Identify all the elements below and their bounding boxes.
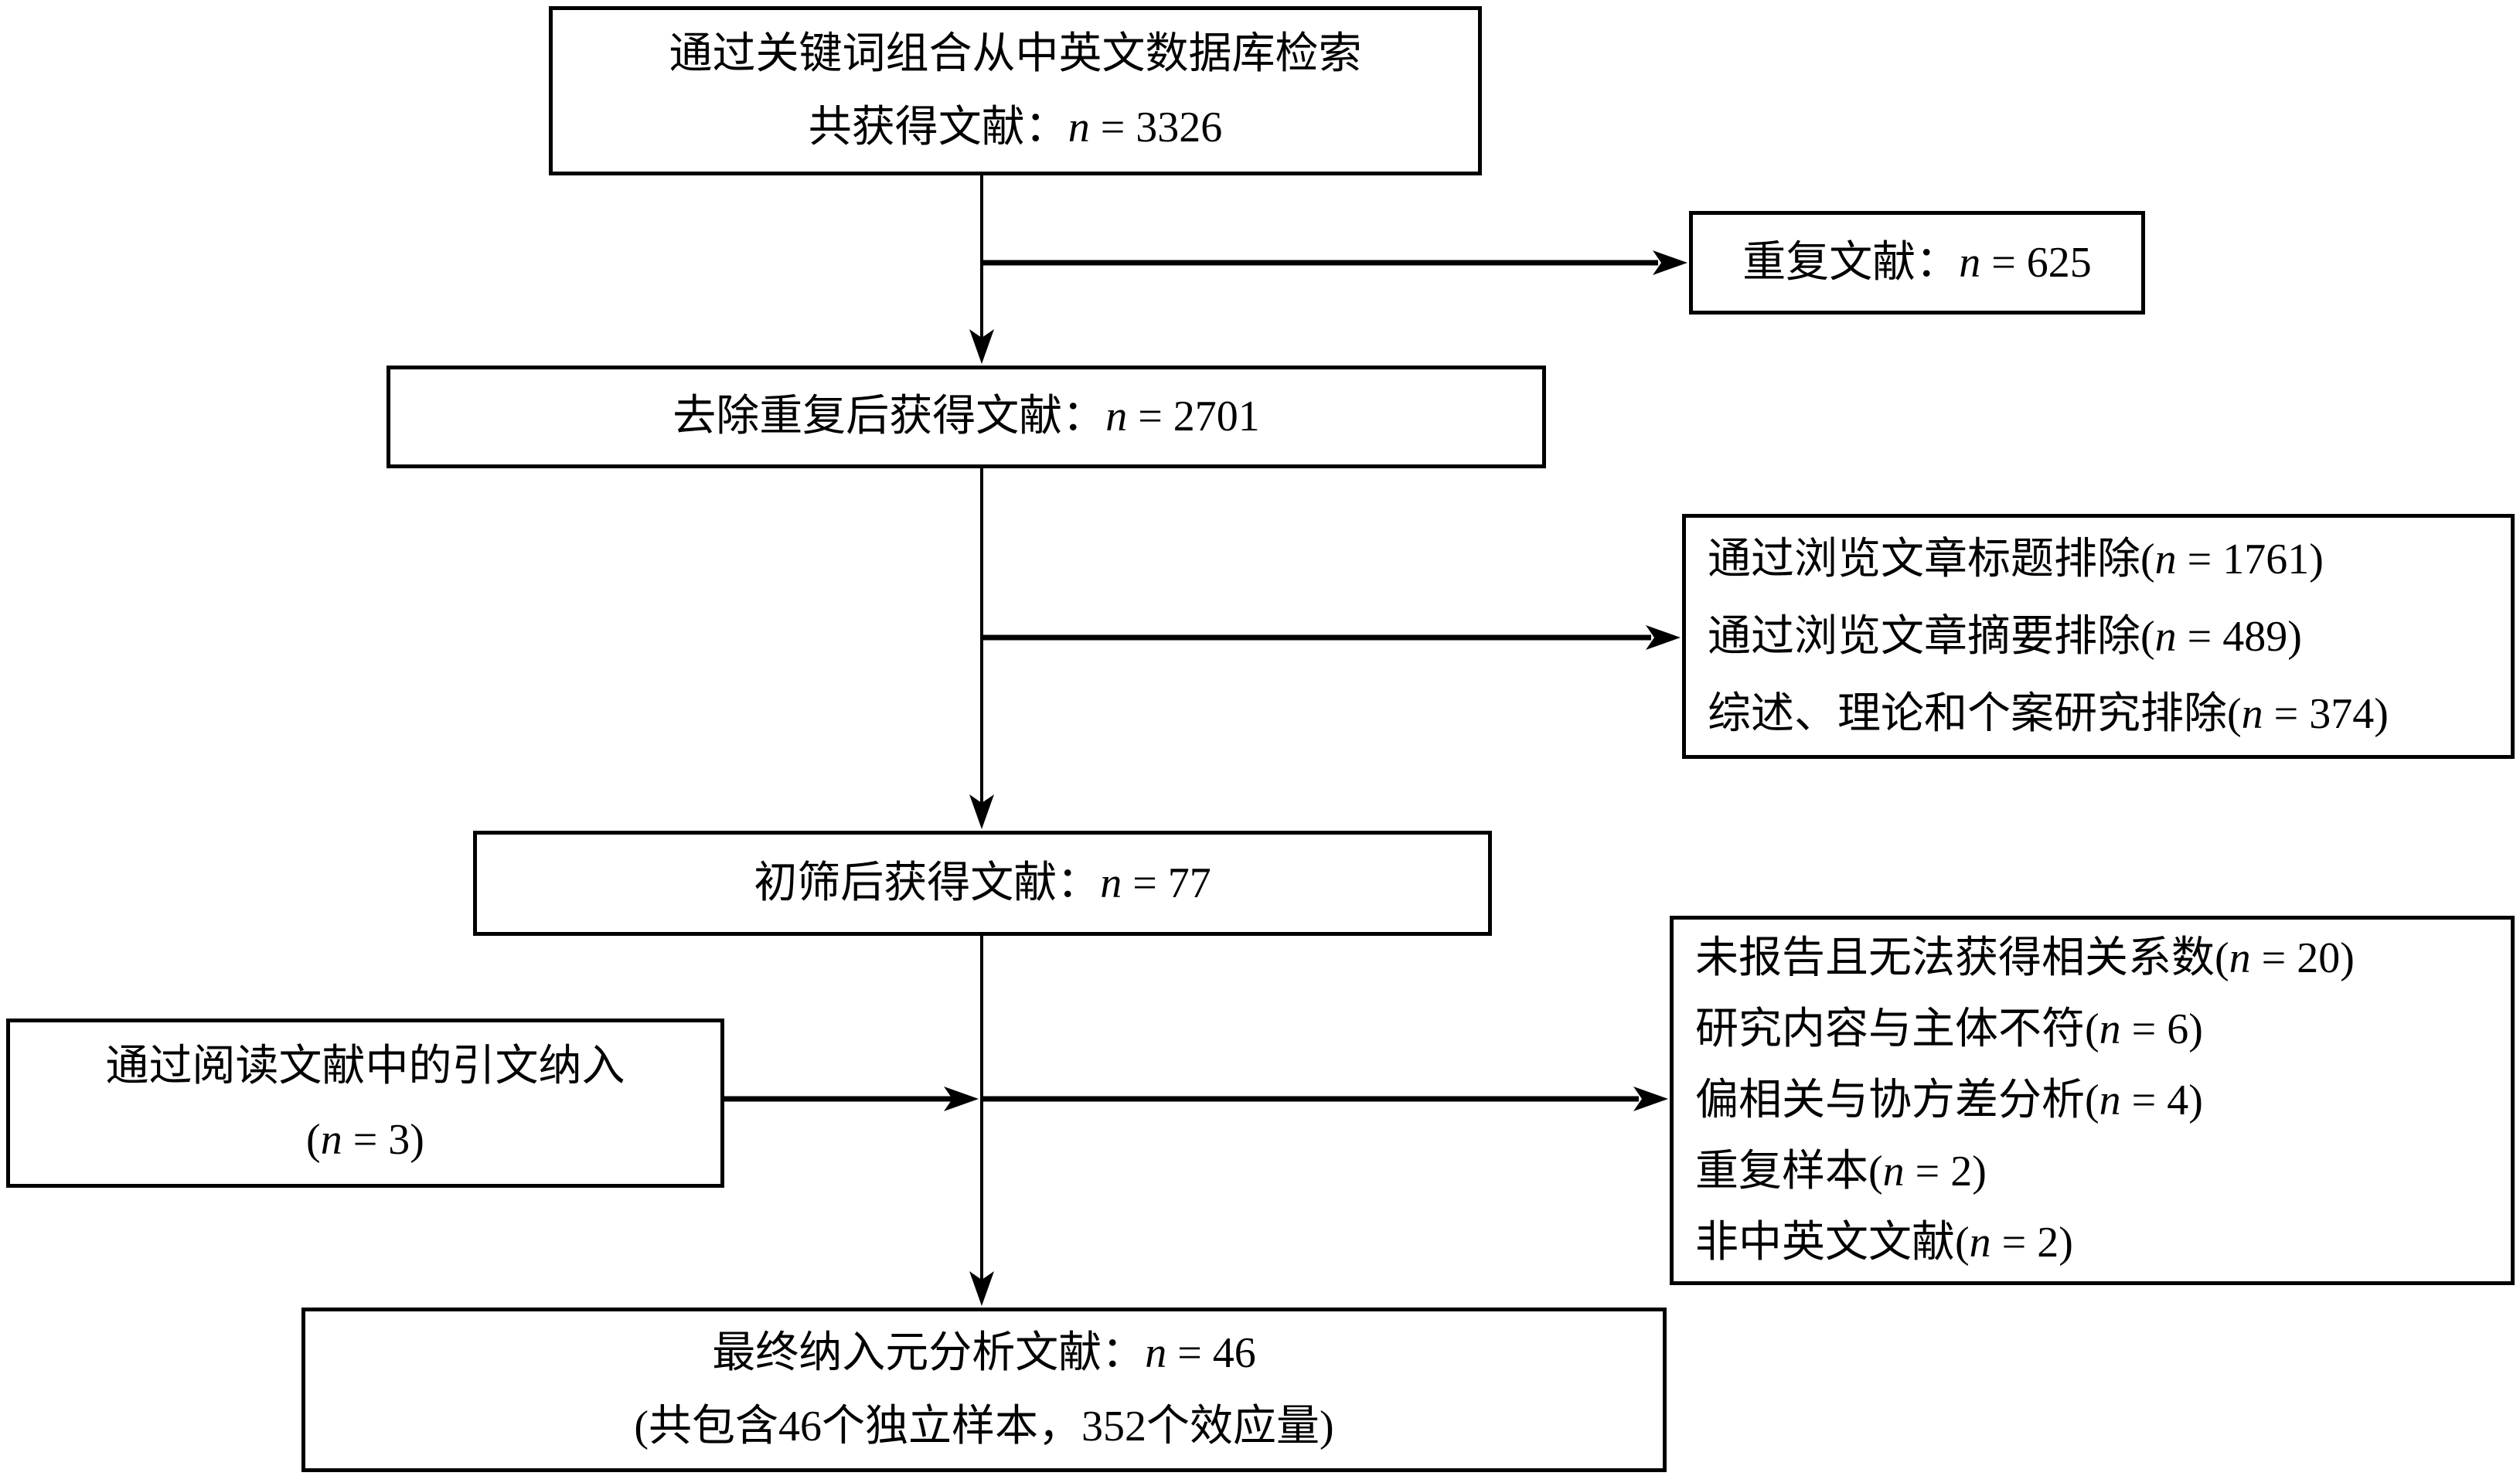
screening-exclusion-abstract: 通过浏览文章摘要排除(n = 489) [1708, 612, 2302, 661]
final-inclusion-line1: 最终纳入元分析文献：n = 46 [712, 1328, 1256, 1377]
fulltext-exclusion-duplicate-sample: 重复样本(n = 2) [1695, 1148, 1987, 1195]
after-dedup-line1: 去除重复后获得文献：n = 2701 [673, 393, 1260, 440]
fulltext-exclusions-box: 未报告且无法获得相关系数(n = 20) 研究内容与主体不符(n = 6) 偏相… [1670, 916, 2515, 1285]
arrowhead-down-initial [969, 794, 994, 829]
screening-exclusion-title: 通过浏览文章标题排除(n = 1761) [1708, 535, 2324, 583]
fulltext-exclusion-language: 非中英文文献(n = 2) [1695, 1219, 2073, 1267]
arrowhead-down-dedup [969, 329, 994, 364]
after-dedup-box: 去除重复后获得文献：n = 2701 [387, 366, 1546, 468]
screening-exclusion-review: 综述、理论和个案研究排除(n = 374) [1708, 689, 2389, 738]
citation-inclusion-line1: 通过阅读文献中的引文纳入 [105, 1042, 625, 1090]
search-total-line2: 共获得文献：n = 3326 [808, 103, 1223, 151]
fulltext-exclusion-partial-correlation: 偏相关与协方差分析(n = 4) [1695, 1076, 2203, 1124]
after-initial-screening-line1: 初筛后获得文献：n = 77 [754, 859, 1211, 907]
screening-exclusions-box: 通过浏览文章标题排除(n = 1761) 通过浏览文章摘要排除(n = 489)… [1682, 514, 2515, 759]
search-total-box: 通过关键词组合从中英文数据库检索 共获得文献：n = 3326 [549, 6, 1482, 175]
arrowhead-right-screening-exclusions [1646, 625, 1681, 650]
arrowhead-right-duplicates [1653, 250, 1687, 275]
final-inclusion-box: 最终纳入元分析文献：n = 46 (共包含46个独立样本，352个效应量) [301, 1308, 1667, 1472]
final-inclusion-line2: (共包含46个独立样本，352个效应量) [634, 1402, 1334, 1450]
arrowhead-right-fulltext-exclusions [1633, 1087, 1668, 1111]
search-total-line1: 通过关键词组合从中英文数据库检索 [669, 29, 1362, 78]
arrowhead-right-flow-junction [944, 1087, 979, 1111]
arrowhead-down-final [969, 1271, 994, 1306]
citation-inclusion-line2: (n = 3) [306, 1115, 424, 1164]
fulltext-exclusion-topic-mismatch: 研究内容与主体不符(n = 6) [1695, 1005, 2203, 1053]
duplicates-line1: 重复文献：n = 625 [1742, 238, 2092, 287]
duplicates-box: 重复文献：n = 625 [1689, 211, 2145, 315]
fulltext-exclusion-no-correlation: 未报告且无法获得相关系数(n = 20) [1695, 934, 2355, 982]
citation-inclusion-box: 通过阅读文献中的引文纳入 (n = 3) [6, 1019, 724, 1188]
after-initial-screening-box: 初筛后获得文献：n = 77 [473, 831, 1492, 936]
